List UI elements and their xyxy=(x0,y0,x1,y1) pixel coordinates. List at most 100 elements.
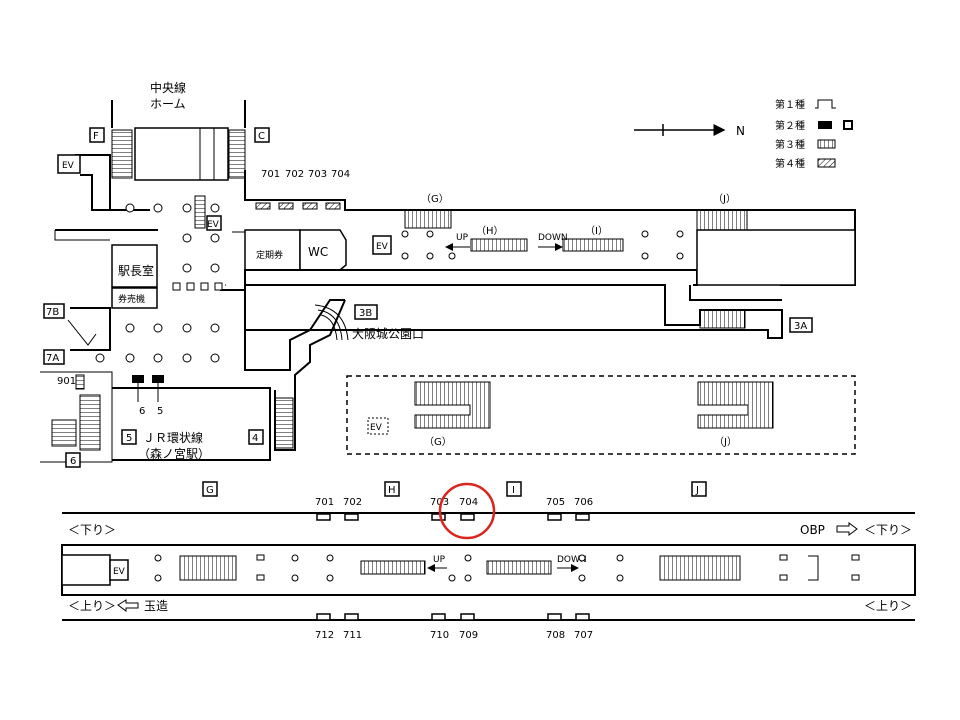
platform-locker-label-701: 701 xyxy=(315,497,334,508)
ticket-machine xyxy=(111,287,158,309)
platform-stairs-h xyxy=(360,560,426,575)
stairs-central xyxy=(194,195,206,229)
stairs-3a xyxy=(699,309,746,329)
platform-locker-712 xyxy=(316,613,331,621)
exit-4-badge xyxy=(248,429,264,445)
locker-top-label-701: 701 xyxy=(261,169,280,180)
platform-locker-label-710: 710 xyxy=(430,630,449,641)
direction-right-top: ＜下り＞ xyxy=(864,523,912,537)
locker-901-label: 901 xyxy=(57,376,76,387)
elevator-central xyxy=(206,215,222,231)
stairs-h-label: （H） xyxy=(476,225,504,237)
direction-left-top: ＜下り＞ xyxy=(68,523,116,537)
platform-marker-j-label: J xyxy=(695,485,699,496)
highlight-circle-704 xyxy=(438,482,496,540)
platform-elevator-shaft xyxy=(61,554,111,586)
platform-elevator xyxy=(109,559,129,581)
platform-down-label: DOWN xyxy=(557,555,587,565)
platform-locker-label-703: 703 xyxy=(430,497,449,508)
legend-label-type4: 第４種 xyxy=(775,157,805,170)
exit-f-badge xyxy=(89,127,105,143)
exit-3b-badge xyxy=(354,304,378,320)
osakajo-park-exit-label: 大阪城公園口 xyxy=(352,327,424,341)
east-hall xyxy=(696,229,856,286)
exit-6-badge xyxy=(65,452,81,468)
locker-701 xyxy=(255,202,271,210)
locker-top-label-702: 702 xyxy=(285,169,304,180)
exit-7a-label: 7A xyxy=(46,353,59,364)
locker-type2-icon xyxy=(815,120,853,130)
stairs-c xyxy=(228,129,246,179)
platform-locker-label-711: 711 xyxy=(343,630,362,641)
platform-locker-702 xyxy=(344,513,359,521)
platform-locker-label-702: 702 xyxy=(343,497,362,508)
platform-marker-g xyxy=(202,481,218,497)
concourse-map: 中央線 ホーム F C EV 駅長室 券売機 定期券 W xyxy=(40,80,856,468)
elevator-central-label: EV xyxy=(207,220,220,230)
platform-locker-label-712: 712 xyxy=(315,630,334,641)
exit-6-label: 6 xyxy=(70,456,76,467)
platform-diagram: G H I J ＜下り＞ ＜上り＞ 玉造 OBP ＜下り＞ ＜上り＞ EV UP… xyxy=(61,481,916,641)
chuo-line-platform-label-2: ホーム xyxy=(150,97,186,111)
platform-locker-708 xyxy=(547,613,562,621)
stairs-6 xyxy=(51,419,77,447)
arrow-left-icon xyxy=(117,599,139,612)
lower-level-area xyxy=(346,375,856,455)
legend-label-type3: 第３種 xyxy=(775,138,805,151)
locker-703 xyxy=(302,202,318,210)
stairs-h xyxy=(470,238,528,252)
exit-4-label: 4 xyxy=(252,433,258,444)
platform-fixtures xyxy=(154,554,860,582)
platform-locker-706 xyxy=(575,513,590,521)
platform-locker-label-708: 708 xyxy=(546,630,565,641)
arrow-right-icon xyxy=(836,522,858,536)
platform-stairs-g xyxy=(179,555,237,581)
wc-label: WC xyxy=(308,245,328,259)
chuo-line-platform-label-1: 中央線 xyxy=(150,80,186,95)
stairs-g-label: （G） xyxy=(421,193,449,205)
ticket-machine-label: 券売機 xyxy=(118,293,145,305)
platform-marker-i-label: I xyxy=(512,485,515,496)
exit-7b-label: 7B xyxy=(46,307,59,318)
platform-marker-g-label: G xyxy=(206,485,214,496)
stationmaster-room xyxy=(111,244,158,288)
platform-locker-label-704: 704 xyxy=(459,497,478,508)
platform-marker-i xyxy=(506,481,522,497)
lower-stairs-g xyxy=(414,381,491,429)
platform-locker-703 xyxy=(431,513,446,521)
commuter-pass-office xyxy=(244,229,301,271)
lower-elevator xyxy=(367,417,389,435)
platform-elevator-label: EV xyxy=(113,567,126,577)
platform-locker-701 xyxy=(316,513,331,521)
jr-station-label: （森ノ宮駅） xyxy=(138,446,210,461)
north-arrow-icon xyxy=(634,124,726,136)
elevator-nw-label: EV xyxy=(62,161,75,171)
stairs-4 xyxy=(274,397,294,449)
platform-lockers-top: 701 702 703 704 705 706 xyxy=(315,497,593,521)
platform-marker-h-label: H xyxy=(388,485,396,496)
direction-left-bottom: ＜上り＞ xyxy=(68,599,116,613)
locker-top-label-703: 703 xyxy=(308,169,327,180)
platform-marker-j xyxy=(691,481,707,497)
locker-901 xyxy=(75,374,85,390)
locker-lower-6 xyxy=(132,375,144,383)
commuter-pass-label: 定期券 xyxy=(256,249,283,261)
chuo-platform-structure xyxy=(134,127,229,181)
exit-3a-label: 3A xyxy=(794,321,807,332)
platform-locker-705 xyxy=(547,513,562,521)
platform-locker-704 xyxy=(460,513,475,521)
elevator-east-label: EV xyxy=(376,242,389,252)
platform-stairs-j xyxy=(659,555,741,581)
locker-top-label-704: 704 xyxy=(331,169,350,180)
dest-obp: OBP xyxy=(800,523,825,537)
legend-label-type1: 第１種 xyxy=(775,98,805,111)
stairs-i xyxy=(562,238,624,252)
legend-label-type2: 第２種 xyxy=(775,119,805,132)
elevator-east xyxy=(372,235,392,255)
platform-locker-label-705: 705 xyxy=(546,497,565,508)
platform-stairs-i xyxy=(486,560,552,575)
exit-5-badge xyxy=(121,429,137,445)
locker-lower-label-5: 5 xyxy=(157,406,163,417)
north-label: N xyxy=(736,124,745,138)
